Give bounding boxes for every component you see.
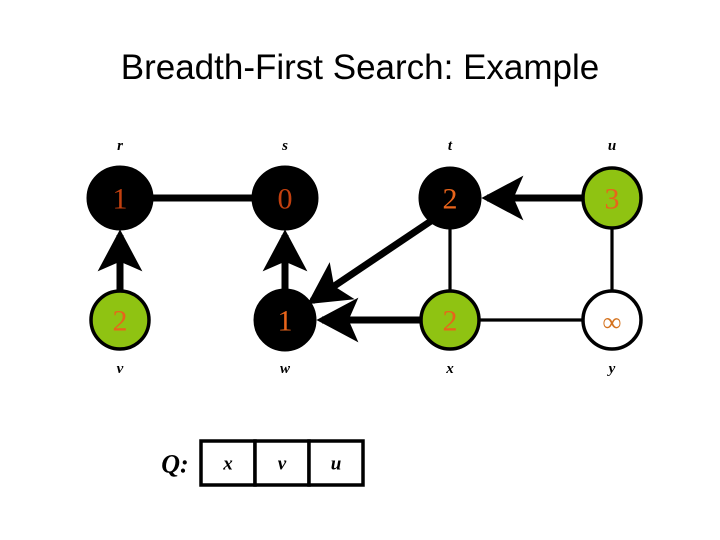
node-s-circle[interactable] [251,165,319,231]
queue-cell-0-text: x [222,454,233,475]
node-y[interactable]: ∞ y [581,289,643,377]
node-t-value: 2 [443,183,458,216]
node-v[interactable]: 2 v [89,289,151,377]
node-y-label: y [607,361,616,377]
node-t[interactable]: 2 t [418,138,482,230]
node-t-circle[interactable] [418,166,482,230]
page-title: Breadth-First Search: Example [120,48,600,87]
node-u-label: u [608,138,616,154]
node-s[interactable]: 0 s [251,138,319,231]
queue-cell-2-text: u [331,454,342,475]
node-w-circle[interactable] [253,288,317,352]
node-v-value: 2 [113,305,128,338]
node-x-circle[interactable] [419,289,481,351]
node-r-label: r [117,138,123,154]
nodes: 1 r 0 s 2 t 3 u 2 v [86,138,643,377]
plain-edges [448,228,614,322]
node-v-circle[interactable] [89,289,151,351]
tree-edges [97,175,583,343]
node-t-label: t [448,138,453,154]
edge-t-to-w [307,218,433,305]
node-w-label: w [280,361,291,377]
node-u-value: 3 [605,183,620,216]
node-r-circle[interactable] [86,165,154,231]
node-r-value: 1 [113,183,128,216]
node-s-label: s [281,138,288,154]
node-s-value: 0 [278,183,293,216]
node-u[interactable]: 3 u [581,138,643,230]
node-x-value: 2 [443,305,458,338]
node-x[interactable]: 2 x [419,289,481,377]
node-y-value: ∞ [602,307,621,337]
node-w-value: 1 [278,305,293,338]
queue-cell-1-text: v [278,454,287,475]
node-u-circle[interactable] [581,166,643,230]
queue-cell-2[interactable] [307,439,365,487]
node-v-label: v [117,361,124,377]
queue-label: Q: [161,450,188,479]
node-w[interactable]: 1 w [253,288,317,377]
node-y-circle[interactable] [581,289,643,351]
queue-cell-0[interactable] [199,439,257,487]
node-r[interactable]: 1 r [86,138,154,231]
node-x-label: x [445,361,454,377]
queue: Q: x v u [161,439,365,487]
